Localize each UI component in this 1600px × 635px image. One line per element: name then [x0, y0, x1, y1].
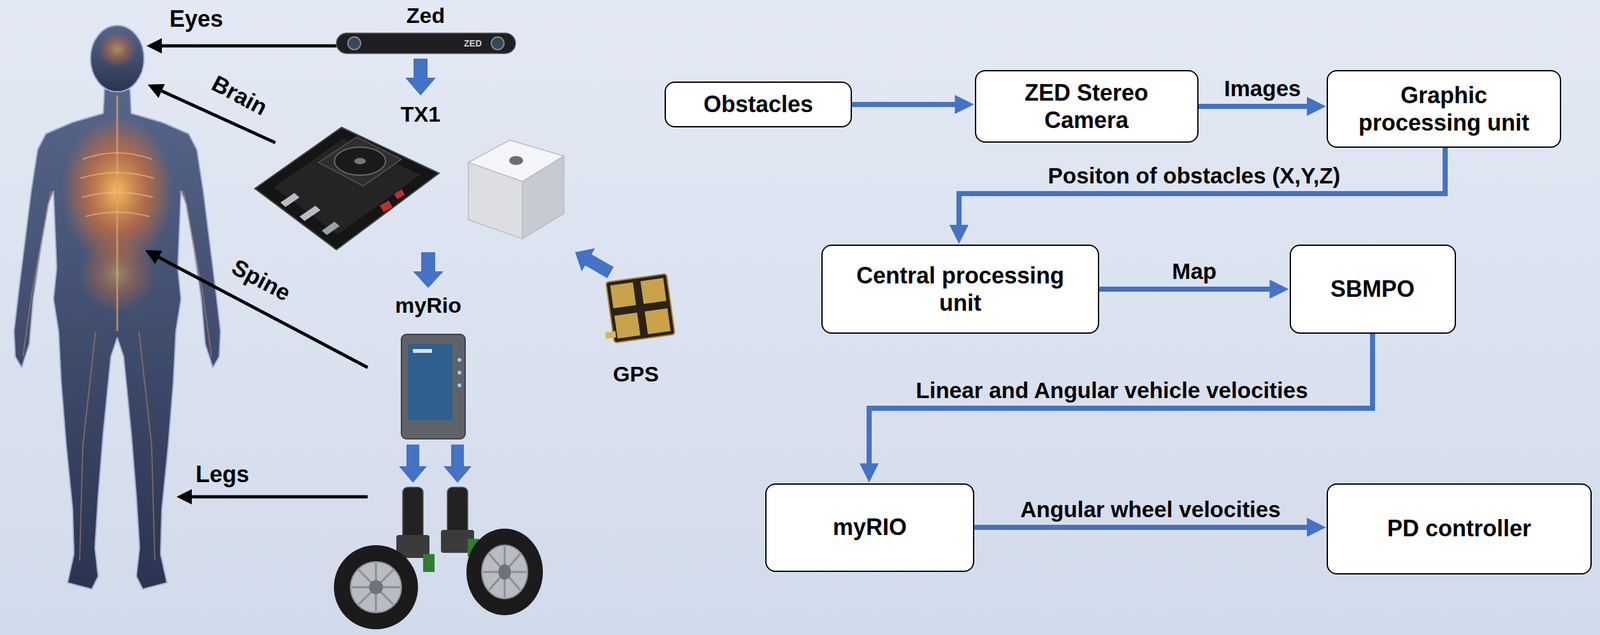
process-box: SBMPO [1289, 244, 1456, 334]
brand-text: ZED [463, 38, 482, 49]
box-text: Central processing unit [832, 261, 1088, 317]
edge-label: Angular wheel velocities [1020, 497, 1281, 523]
flow-connector [1198, 103, 1316, 109]
motor-pcb [423, 554, 435, 573]
flow-connector [974, 525, 1315, 531]
camera-lens [347, 36, 361, 50]
port [321, 221, 340, 236]
flow-connector [869, 333, 1373, 472]
flow-arrow [443, 444, 472, 483]
gps-patch [614, 312, 641, 339]
body-silhouette [14, 89, 221, 590]
edge-label: Map [1171, 258, 1217, 285]
gps-module [598, 273, 675, 345]
flow-arrow [568, 240, 617, 285]
edge-label: Images [1224, 75, 1302, 102]
spine-line [116, 95, 119, 332]
part-label: Brain [207, 70, 273, 122]
part-label: GPS [612, 361, 659, 387]
head [90, 25, 145, 92]
camera-body [336, 33, 516, 54]
device-case [401, 334, 466, 440]
wheel-rim [481, 545, 528, 599]
stereo-camera [336, 33, 516, 54]
process-box: myRIO [765, 483, 975, 573]
flow-arrow [398, 444, 427, 483]
port [299, 205, 321, 222]
status-led [457, 358, 462, 362]
human-figure [14, 25, 221, 590]
camera-lens [491, 36, 505, 50]
wheel-spokes [351, 563, 401, 612]
device-logo [412, 349, 433, 354]
part-label: Zed [406, 3, 445, 29]
process-box: PD controller [1326, 483, 1592, 575]
process-box: Central processing unit [821, 244, 1100, 334]
gps-connector [605, 331, 617, 339]
heatsink [318, 136, 402, 187]
process-box: Graphic processing unit [1326, 70, 1562, 148]
box-text: PD controller [1387, 514, 1532, 543]
pointer-arrow [191, 495, 368, 499]
mini-computer [468, 140, 564, 239]
device-panel [407, 344, 453, 421]
flow-connector [851, 101, 963, 108]
part-label: TX1 [400, 101, 441, 127]
port [280, 193, 300, 208]
tx1-board [254, 127, 440, 250]
gps-patch [644, 308, 671, 335]
edge-label: Linear and Angular vehicle velocities [915, 377, 1308, 404]
flow-arrow [412, 252, 444, 289]
wheel-motor [333, 487, 435, 630]
box-text: Graphic processing unit [1338, 81, 1550, 137]
flow-connector [1099, 286, 1278, 292]
computer-side [522, 156, 564, 239]
board-base [254, 127, 440, 250]
edge-label: Positon of obstacles (X,Y,Z) [1048, 163, 1341, 189]
wheel-tyre [333, 545, 419, 630]
status-led [457, 383, 462, 388]
board-layer [273, 138, 421, 235]
process-box: Obstacles [664, 81, 852, 128]
fan-hub [354, 158, 366, 165]
myrio-device [401, 334, 466, 440]
pointer-arrow [161, 44, 337, 48]
flow-arrow [405, 58, 436, 96]
part-label: myRio [395, 293, 462, 318]
gps-patch [640, 278, 667, 305]
flow-connector [958, 147, 1446, 233]
box-text: ZED Stereo Camera [986, 79, 1188, 134]
component [393, 189, 405, 200]
status-led [457, 370, 462, 375]
computer-side [468, 162, 523, 239]
brain-glow [98, 31, 137, 68]
wheel-rim [350, 562, 402, 613]
rib-lines [80, 152, 155, 217]
vein-lines [22, 191, 212, 561]
wheel-hub [368, 580, 383, 595]
box-text: myRIO [832, 513, 907, 541]
process-box: ZED Stereo Camera [974, 70, 1199, 143]
wheel-hub [498, 564, 512, 580]
part-label: Eyes [169, 5, 224, 32]
component [379, 200, 393, 213]
gps-patch [610, 282, 637, 309]
fan [334, 147, 386, 176]
box-text: SBMPO [1330, 275, 1415, 303]
gps-board [605, 273, 675, 343]
wheel-motor [440, 487, 543, 616]
wheel-spokes [482, 546, 527, 598]
logo-mark [509, 156, 524, 166]
box-text: Obstacles [703, 90, 814, 118]
part-label: Legs [195, 461, 250, 488]
wheel-tyre [466, 528, 543, 616]
